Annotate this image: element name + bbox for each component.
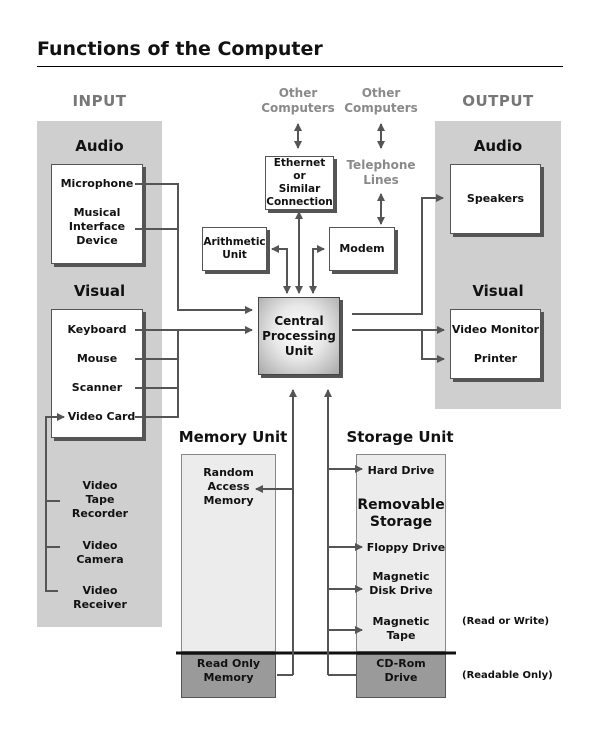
removable-storage-title: Removable Storage: [357, 497, 445, 530]
ethernet-label: Ethernet or Similar Connection: [266, 157, 333, 208]
line-video-card: [135, 388, 179, 418]
mouse-label: Mouse: [76, 352, 118, 365]
modem-box: Modem: [329, 227, 395, 271]
output-visual-box: [450, 309, 541, 379]
keyboard-label: Keyboard: [67, 323, 127, 336]
input-visual-box: [51, 309, 143, 438]
input-header: INPUT: [72, 92, 127, 110]
line-scanner: [135, 359, 179, 389]
scanner-label: Scanner: [71, 381, 123, 394]
arrow-cpu-to-printer: [421, 330, 445, 363]
telephone-lines-label: Telephone Lines: [346, 158, 416, 187]
hard-drive-label: Hard Drive: [367, 464, 435, 477]
arithmetic-unit-label: Arithmetic Unit: [203, 236, 266, 261]
cpu-label: Central Processing Unit: [262, 313, 336, 358]
floppy-drive-label: Floppy Drive: [366, 541, 446, 554]
input-audio-title: Audio: [75, 137, 124, 155]
other-computers-label-1: Other Computers: [261, 86, 335, 115]
arithmetic-unit-box: Arithmetic Unit: [202, 227, 267, 271]
microphone-label: Microphone: [60, 177, 134, 190]
ethernet-box: Ethernet or Similar Connection: [265, 156, 334, 210]
cdrom-box: [356, 654, 446, 698]
output-audio-title: Audio: [473, 137, 523, 155]
read-or-write-note: (Read or Write): [462, 616, 550, 627]
output-audio-box: [450, 164, 541, 234]
arrow-cpu-modem: [312, 245, 325, 293]
ram-label: Random Access Memory: [203, 466, 254, 507]
storage-unit-title: Storage Unit: [346, 428, 454, 446]
arrow-audio-to-cpu: [135, 183, 253, 314]
modem-label: Modem: [339, 242, 385, 255]
memory-unit-title: Memory Unit: [178, 428, 288, 446]
storage-column: [356, 454, 446, 652]
title-rule: [37, 66, 563, 67]
page-title: Functions of the Computer: [37, 38, 323, 60]
line-mouse: [135, 330, 179, 360]
magnetic-disk-drive-label: Magnetic Disk Drive: [369, 570, 433, 597]
cdrom-label: CD-Rom Drive: [376, 657, 426, 684]
output-header: OUTPUT: [462, 92, 534, 110]
rom-label: Read Only Memory: [196, 657, 261, 684]
arrow-cpu-arithmetic: [271, 245, 288, 293]
input-visual-title: Visual: [73, 282, 126, 300]
speakers-label: Speakers: [466, 192, 525, 205]
video-receiver-label: Video Receiver: [73, 584, 127, 611]
cpu-box: Central Processing Unit: [258, 297, 340, 375]
output-visual-title: Visual: [472, 282, 524, 300]
printer-label: Printer: [473, 352, 518, 365]
input-audio-box: [51, 164, 143, 264]
video-camera-label: Video Camera: [76, 539, 124, 566]
video-monitor-label: Video Monitor: [451, 323, 540, 336]
arrow-cpu-to-speakers: [352, 194, 444, 315]
readable-only-note: (Readable Only): [462, 670, 553, 681]
arrow-video-sources: [45, 413, 65, 592]
other-computers-label-2: Other Computers: [344, 86, 418, 115]
magnetic-tape-label: Magnetic Tape: [372, 615, 430, 642]
musical-interface-device-label: Musical Interface Device: [68, 206, 126, 247]
video-tape-recorder-label: Video Tape Recorder: [71, 479, 129, 520]
video-card-label: Video Card: [67, 410, 136, 423]
